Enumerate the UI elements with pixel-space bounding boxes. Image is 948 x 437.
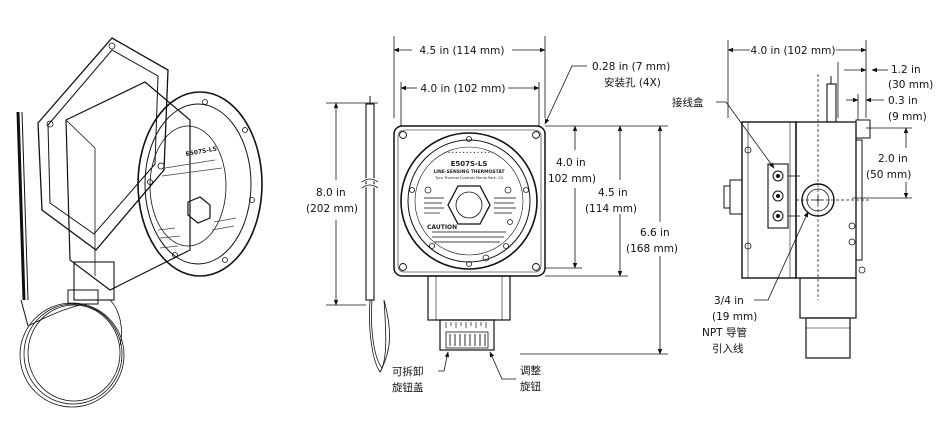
callout-adjust-2: 旋钮 [520,380,541,393]
dim-height-inner-b: 102 mm) [548,173,596,185]
side-dim-d2-a: 0.3 in [888,95,918,107]
terminal-block [767,163,800,229]
front-view: 4.5 in (114 mm) 4.0 in (102 mm) 0.28 in … [306,36,678,394]
dim-bulb-b: (202 mm) [306,203,358,215]
callout-npt-4: 引入线 [712,342,744,355]
dim-height-outer-a: 4.5 in [598,187,628,199]
dim-height-outer-b: (114 mm) [585,203,637,215]
nameplate-model: E507S-LS [451,160,488,168]
side-dim-d3-a: 2.0 in [878,153,908,165]
nameplate-subtitle: LINE-SENSING THERMOSTAT [433,169,505,175]
callout-knob-cover-1: 可拆卸 [392,365,424,378]
callout-npt-1: 3/4 in [714,295,744,307]
nameplate-caution: CAUTION [427,224,457,231]
dim-bulb-a: 8.0 in [316,187,346,199]
side-dim-d3-b: (50 mm) [866,169,911,181]
nameplate-maker: Tyco Thermal Controls Menlo Park, CA [434,176,504,180]
svg-text:• • • • • • • • • • • • • •: • • • • • • • • • • • • • • [444,150,494,155]
isometric-view: E507S-LS [16,37,263,408]
side-view: 4.0 in (102 mm) 1.2 in (30 mm) 0.3 in (9… [672,40,933,359]
callout-npt-3: NPT 导管 [702,326,747,339]
side-dim-width: 4.0 in (102 mm) [751,45,836,57]
dim-total-b: (168 mm) [626,243,678,255]
mount-hole-note: 安装孔 (4X) [604,76,661,89]
dim-total-a: 6.6 in [640,227,670,239]
callout-npt-2: (19 mm) [712,311,757,323]
dim-width-inner: 4.0 in (102 mm) [421,83,506,95]
callout-junction-box: 接线盒 [672,96,704,109]
callout-adjust-1: 调整 [520,364,541,377]
side-dim-d1-a: 1.2 in [891,64,921,76]
dim-height-inner-a: 4.0 in [556,157,586,169]
dim-width-outer: 4.5 in (114 mm) [420,45,505,57]
callout-knob-cover-2: 旋钮盖 [392,381,424,394]
mount-holes [399,131,540,271]
side-dim-d2-b: (9 mm) [888,111,927,123]
side-dim-d1-b: (30 mm) [888,79,933,91]
dim-mount-hole: 0.28 in (7 mm) [592,61,670,73]
